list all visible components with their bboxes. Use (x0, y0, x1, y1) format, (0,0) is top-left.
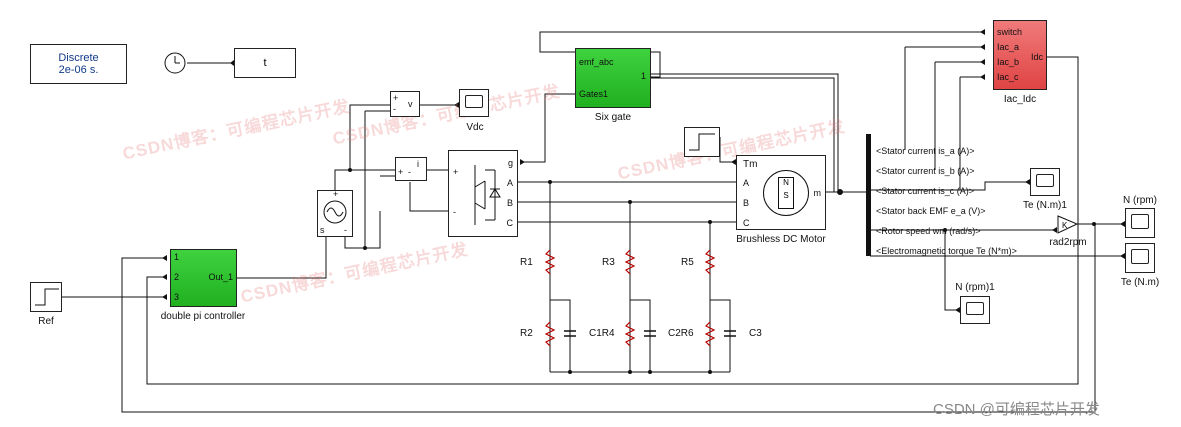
clock-icon[interactable] (163, 51, 189, 77)
ctrl-in3: 3 (174, 292, 180, 302)
gain-label: rad2rpm (1049, 237, 1087, 248)
iac-port-a: Iac_a (997, 42, 1020, 52)
motor-circle-icon: N S (763, 170, 809, 216)
sample-time: 2e-06 s. (58, 64, 99, 76)
ac-source-icon (323, 200, 347, 224)
vdc-label: Vdc (466, 122, 484, 133)
label-r3: R3 (602, 257, 615, 268)
six-gate-label: Six gate (594, 112, 632, 123)
cm-out: i (417, 159, 419, 169)
vm-minus: - (393, 104, 396, 114)
n-rpm-label: N (rpm) (1123, 195, 1157, 206)
ref-label: Ref (38, 316, 54, 327)
motor-s: S (783, 191, 789, 200)
label-r1: R1 (520, 257, 533, 268)
igbt-diode-icon (474, 165, 501, 225)
iac-port-idc: Idc (1030, 52, 1043, 62)
powergui-block[interactable]: Discrete 2e-06 s. (30, 44, 127, 84)
ref-step-block[interactable] (30, 282, 62, 312)
te-scope[interactable] (1125, 243, 1155, 273)
label-c2r6: C2R6 (668, 328, 694, 339)
ctrl-in2: 2 (174, 272, 180, 282)
six-gate-port-gates: Gates1 (579, 89, 609, 99)
motor-port-b: B (743, 198, 750, 208)
bus-selector[interactable] (866, 134, 871, 256)
iac-idc-block[interactable]: switch Iac_a Iac_b Iac_c Idc (993, 20, 1047, 90)
cm-plus: + (398, 167, 404, 177)
dc-s: s (320, 225, 325, 235)
inv-minus: - (453, 207, 456, 217)
motor-port-c: C (743, 218, 750, 228)
signal-emf-a: <Stator back EMF e_a (V)> (876, 206, 986, 216)
ctrl-in1: 1 (174, 252, 180, 262)
inverter-bridge-block[interactable]: + - g A B C (448, 150, 518, 237)
step-icon (689, 133, 715, 151)
n-rpm1-scope[interactable] (960, 296, 990, 324)
vdc-scope[interactable] (459, 89, 489, 117)
ctrl-out: Out_1 (208, 272, 233, 282)
te-scope-1[interactable] (1030, 168, 1060, 196)
motor-n: N (783, 178, 789, 187)
inv-port-g: g (507, 158, 513, 168)
motor-port-a: A (743, 178, 750, 188)
inv-port-a: A (506, 178, 513, 188)
label-c3: C3 (749, 328, 762, 339)
te-scope-label: Te (N.m) (1120, 277, 1160, 288)
controller-label: double pi controller (160, 311, 246, 322)
double-pi-controller-block[interactable]: 1 2 3 Out_1 (170, 249, 237, 307)
te-scope-1-label: Te (N.m)1 (1023, 200, 1067, 211)
vm-plus: + (393, 93, 399, 103)
motor-port-m: m (813, 188, 822, 198)
six-gate-block[interactable]: emf_abc Gates1 1 (575, 48, 651, 108)
gain-symbol: K (1062, 221, 1068, 230)
dc-voltage-source-block[interactable]: + s - (317, 189, 353, 237)
gain-block[interactable]: K (1057, 215, 1079, 235)
cm-minus: - (408, 167, 411, 177)
current-measurement-block[interactable]: + - i (395, 157, 427, 181)
inv-port-b: B (506, 198, 513, 208)
bldc-motor-block[interactable]: Tm A B C m N S (736, 155, 826, 230)
iac-port-switch: switch (997, 27, 1023, 37)
footer-watermark: CSDN @可编程芯片开发 (933, 401, 1100, 418)
signal-wm: <Rotor speed wm (rad/s)> (876, 226, 981, 236)
voltage-measurement-block[interactable]: + - v (390, 91, 420, 117)
discrete-label: Discrete (58, 52, 99, 64)
iac-idc-label: Iac_Idc (1003, 94, 1037, 105)
six-gate-port-out: 1 (640, 71, 646, 81)
motor-label: Brushless DC Motor (736, 234, 826, 245)
step-icon (35, 288, 59, 306)
n-rpm1-label: N (rpm)1 (955, 282, 995, 293)
signal-is-c: <Stator current is_c (A)> (876, 186, 975, 196)
load-torque-step-block[interactable] (684, 127, 720, 157)
vm-out: v (408, 99, 413, 109)
dc-plus: + (333, 189, 339, 199)
iac-port-c: Iac_c (997, 72, 1019, 82)
inv-plus: + (453, 167, 459, 177)
iac-port-b: Iac_b (997, 57, 1020, 67)
dc-minus: - (344, 225, 347, 235)
signal-te: <Electromagnetic torque Te (N*m)> (876, 246, 1017, 256)
label-r5: R5 (681, 257, 694, 268)
time-workspace-block[interactable]: t (234, 48, 296, 78)
n-rpm-scope[interactable] (1125, 208, 1155, 238)
motor-port-tm: Tm (743, 159, 758, 170)
signal-is-a: <Stator current is_a (A)> (876, 146, 975, 156)
label-r2: R2 (520, 328, 533, 339)
signal-is-b: <Stator current is_b (A)> (876, 166, 975, 176)
six-gate-port-emf: emf_abc (579, 57, 614, 67)
inv-port-c: C (506, 218, 514, 228)
label-c1r4: C1R4 (589, 328, 615, 339)
